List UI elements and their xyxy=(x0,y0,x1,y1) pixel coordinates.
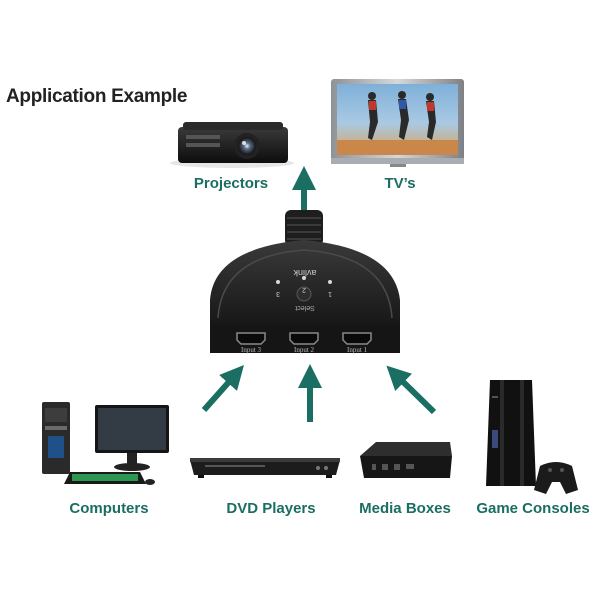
tv-icon xyxy=(331,79,464,167)
input-3-label: Input 3 xyxy=(241,346,262,354)
indicator-number-2: 2 xyxy=(302,286,306,293)
indicator-number-3: 3 xyxy=(276,290,280,297)
switch-brand: avlink xyxy=(293,268,317,278)
dvd-player-icon xyxy=(190,458,340,478)
media-box-icon xyxy=(360,442,452,478)
indicator-number-1: 1 xyxy=(328,290,332,297)
output-label-tvs: TV’s xyxy=(384,175,416,192)
input-arrow-computers xyxy=(201,365,244,412)
hdmi-switch xyxy=(210,210,400,353)
output-label-projectors: Projectors xyxy=(193,175,269,192)
switch-select-label: Select xyxy=(295,304,315,311)
input-label-computers: Computers xyxy=(69,500,149,517)
input-1-label: Input 1 xyxy=(347,346,368,354)
page-title: Application Example xyxy=(6,86,188,107)
input-2-label: Input 2 xyxy=(294,346,315,354)
input-label-dvd-players: DVD Players xyxy=(226,500,316,517)
projector-icon xyxy=(170,122,294,168)
input-label-media-boxes: Media Boxes xyxy=(359,500,451,517)
input-label-game-consoles: Game Consoles xyxy=(476,500,590,517)
game-console-icon xyxy=(486,380,578,494)
input-arrow-consoles xyxy=(386,365,437,415)
computer-icon xyxy=(42,402,169,485)
